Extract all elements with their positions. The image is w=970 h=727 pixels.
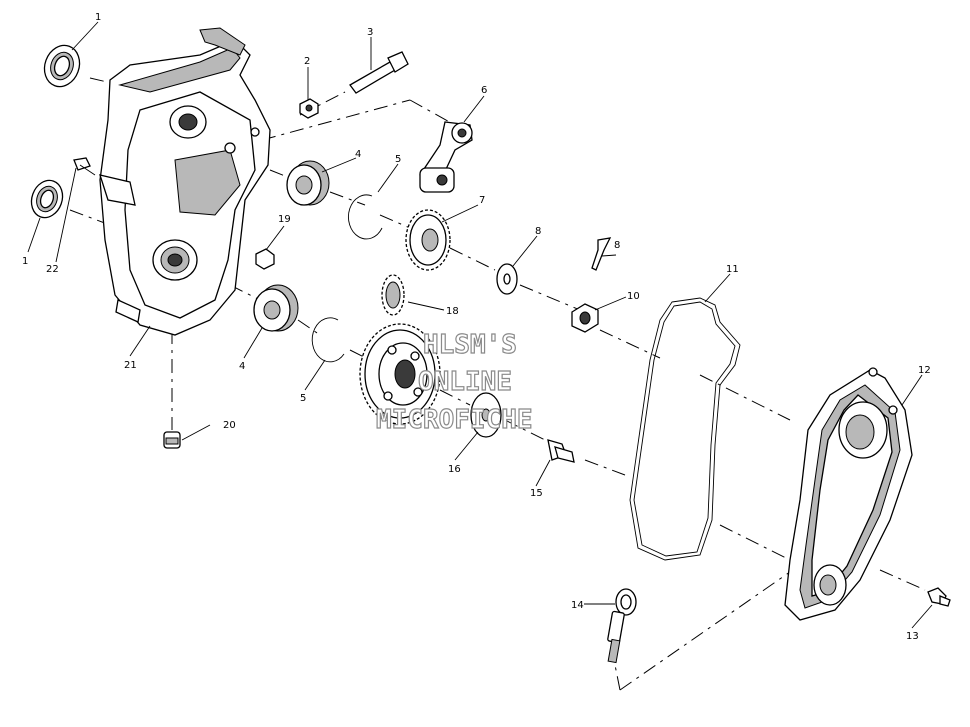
callout-15: 15 — [530, 488, 543, 499]
callout-3: 3 — [367, 27, 373, 38]
cotter-pin — [591, 237, 612, 271]
watermark-line-2: ONLINE — [418, 367, 512, 397]
callout-4-upper: 4 — [355, 149, 361, 160]
plug-screw — [73, 157, 96, 176]
callout-4-lower: 4 — [239, 361, 245, 372]
chain-tensioner — [419, 121, 473, 193]
washer — [496, 263, 518, 295]
callout-1-lower: 1 — [22, 256, 28, 267]
callout-11: 11 — [726, 264, 739, 275]
bearing-upper — [286, 160, 330, 206]
callout-1-upper: 1 — [95, 12, 101, 23]
callout-6: 6 — [481, 85, 487, 96]
cover-bolt — [927, 587, 951, 607]
seal-upper — [43, 44, 81, 88]
callout-10: 10 — [627, 291, 640, 302]
leader-lines — [27, 21, 933, 629]
callout-13: 13 — [906, 631, 919, 642]
gear-large — [359, 323, 441, 425]
drain-plug — [163, 431, 181, 449]
watermark-line-1: HLSM'S — [423, 330, 517, 360]
callout-21: 21 — [124, 360, 137, 371]
castle-nut — [571, 303, 599, 333]
watermark-line-3: MICROFICHE — [376, 405, 533, 435]
callout-12: 12 — [918, 365, 931, 376]
callout-14: 14 — [571, 600, 584, 611]
snap-ring-lower — [311, 317, 345, 363]
sprocket-small — [381, 274, 405, 316]
callout-22: 22 — [46, 264, 59, 275]
chaincase-housing — [99, 27, 271, 336]
bearing-lower — [253, 284, 299, 332]
callout-18: 18 — [446, 306, 459, 317]
cover-gasket — [629, 297, 741, 561]
callout-5-lower: 5 — [300, 393, 306, 404]
seal-lower — [30, 179, 64, 219]
nut-small — [299, 98, 319, 119]
thrust-washer — [470, 392, 502, 438]
watermark: HLSM'S ONLINE MICROFICHE — [375, 329, 533, 435]
chaincase-cover — [784, 367, 913, 621]
snap-ring-upper — [348, 194, 383, 240]
callout-16: 16 — [448, 464, 461, 475]
callout-19: 19 — [278, 214, 291, 225]
callout-8-washer: 8 — [535, 226, 541, 237]
callout-numbers: 1 1 2 3 4 4 5 5 6 7 8 8 10 11 12 13 14 1… — [22, 12, 931, 642]
callout-8-pin: 8 — [614, 240, 620, 251]
dipstick — [607, 588, 637, 664]
callout-2: 2 — [304, 56, 310, 67]
bolt-short — [547, 439, 575, 463]
sprocket-upper — [405, 209, 451, 271]
bolt-long — [349, 51, 409, 94]
callout-7: 7 — [479, 195, 485, 206]
callout-20: 20 — [223, 420, 236, 431]
nut-19 — [255, 248, 275, 270]
callout-5-upper: 5 — [395, 154, 401, 165]
